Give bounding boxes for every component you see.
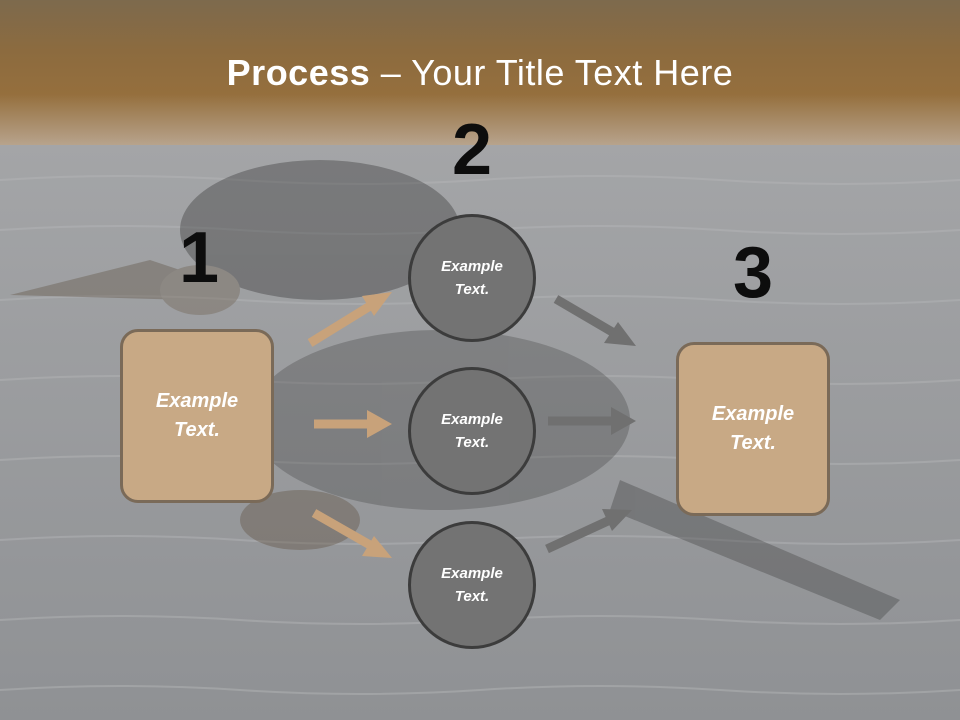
- circle-top-text: Example Text.: [441, 258, 503, 298]
- page-title: Process – Your Title Text Here: [0, 52, 960, 94]
- step-3-text: Example Text.: [711, 403, 795, 454]
- step-1-text: Example Text.: [155, 390, 239, 441]
- step-2-circle-bottom: Example Text.: [408, 521, 536, 649]
- step-3-number: 3: [732, 233, 774, 313]
- step-1-number: 1: [178, 218, 220, 298]
- step-2-circle-middle: Example Text.: [408, 367, 536, 495]
- step-1-box: Example Text.: [120, 329, 274, 503]
- title-bold: Process: [226, 52, 371, 93]
- step-2-number: 2: [451, 110, 493, 190]
- step-2-circle-top: Example Text.: [408, 214, 536, 342]
- circle-bottom-text: Example Text.: [441, 565, 503, 605]
- step-3-box: Example Text.: [676, 342, 830, 516]
- title-rest: – Your Title Text Here: [370, 52, 734, 93]
- circle-middle-text: Example Text.: [441, 411, 503, 451]
